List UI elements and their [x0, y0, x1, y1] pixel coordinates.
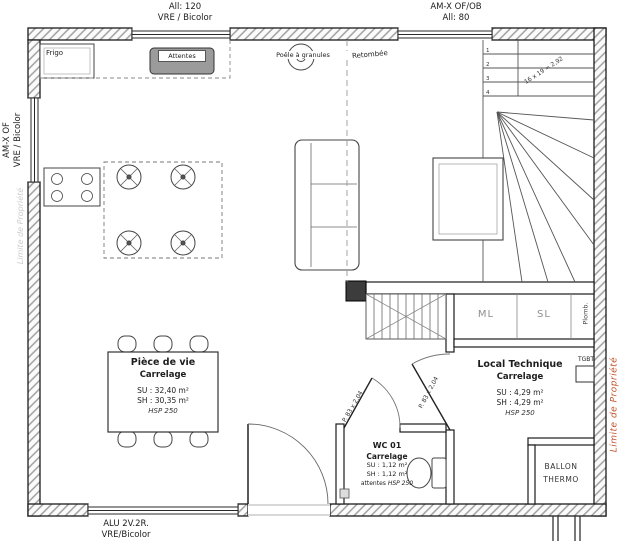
window-top-right-icon	[397, 28, 493, 40]
stair-step-number: 2	[486, 62, 490, 68]
dryer-label: SL	[537, 309, 551, 320]
room-hsp: HSP 250	[505, 409, 535, 418]
stair-step-number: 4	[486, 90, 490, 96]
cooktop-icon	[43, 167, 101, 207]
window-top-left-icon	[131, 28, 231, 40]
room-label-living: Pièce de vie Carrelage SU : 32,40 m² SH …	[108, 357, 218, 416]
stair-step-number: 3	[486, 76, 490, 82]
kitchen-island	[103, 161, 223, 259]
technical-door-icon	[411, 353, 451, 431]
room-name: WC 01	[372, 441, 402, 450]
washer-label: ML	[477, 309, 495, 320]
exterior-walls	[27, 27, 607, 517]
room-su: SU : 4,29 m²	[496, 387, 544, 397]
island-stools	[116, 164, 196, 256]
stool-icon	[170, 230, 196, 256]
window-size: All: 80	[442, 12, 470, 23]
fridge-label: Frigo	[46, 49, 64, 57]
bay-door-label: ALU 2V.2R. VRE/Bicolor	[66, 519, 186, 540]
dining-chairs	[117, 335, 209, 448]
chair-icon	[189, 335, 209, 353]
stool-icon	[170, 164, 196, 190]
room-sh: SH : 30,35 m²	[137, 395, 189, 405]
chair-icon	[189, 430, 209, 448]
sink-note-label: Attentes	[158, 50, 206, 62]
stool-icon	[116, 230, 142, 256]
room-hsp: HSP 250	[148, 407, 178, 416]
kitchen	[39, 40, 315, 259]
room-hsp: HSP 250	[387, 479, 414, 487]
pellet-stove-label: Poêle à granules	[258, 51, 348, 60]
fridge-icon	[39, 43, 95, 79]
laundry-dividers	[516, 294, 572, 339]
stairs-flight	[365, 293, 447, 340]
wc-attentes-marker	[339, 488, 350, 499]
room-name: Local Technique	[477, 359, 563, 370]
room-sh: SH : 4,29 m²	[496, 397, 544, 407]
sofa-icon	[294, 139, 360, 271]
dining-table-icon	[107, 351, 219, 433]
stairs-winder	[482, 40, 595, 283]
water-heater-line1: BALLON	[544, 462, 578, 471]
room-label-wc: WC 01 Carrelage SU : 1,12 m² SH : 1,12 m…	[344, 441, 430, 487]
water-heater-line2: THERMO	[543, 475, 579, 484]
window-size: All: 120	[168, 2, 202, 12]
tgbt-label: TGBT	[577, 356, 595, 363]
wc-note: attentes	[360, 479, 386, 487]
wc-note-row: attentes HSP 250	[344, 480, 430, 488]
room-su: SU : 1,12 m²	[366, 461, 408, 470]
room-su: SU : 32,40 m²	[137, 385, 189, 395]
chair-icon	[117, 430, 137, 448]
window-label-top-right: AM-X OF/OB All: 80	[396, 2, 516, 23]
interior-walls	[335, 281, 595, 505]
plumbing-label: Plomb.	[581, 302, 590, 325]
chair-icon	[153, 430, 173, 448]
wc-door-icon	[343, 377, 401, 429]
room-floor: Carrelage	[139, 369, 187, 380]
room-sh: SH : 1,12 m²	[366, 469, 408, 478]
toilet-icon	[406, 457, 447, 489]
room-floor: Carrelage	[366, 452, 408, 461]
window-bottom-bay-icon	[87, 504, 239, 516]
stool-icon	[116, 164, 142, 190]
coffee-table-icon	[432, 157, 504, 241]
room-name: Pièce de vie	[130, 357, 196, 368]
window-type: VRE / Bicolor	[157, 12, 213, 23]
windows	[28, 28, 493, 516]
chair-icon	[153, 335, 173, 353]
property-limit-label-left: Limite de Propriété	[16, 187, 25, 265]
window-left-icon	[28, 97, 40, 183]
door-finish: VRE/Bicolor	[101, 529, 151, 540]
water-heater-label: BALLON THERMO	[523, 460, 599, 486]
window-type: AM-X OF/OB	[430, 2, 482, 12]
pipes-icon	[552, 516, 581, 541]
structural-post	[345, 280, 367, 302]
room-floor: Carrelage	[496, 371, 544, 382]
chair-icon	[117, 335, 137, 353]
window-label-top-left: All: 120 VRE / Bicolor	[125, 2, 245, 23]
stair-step-number: 1	[486, 48, 490, 54]
counter-outline	[40, 40, 231, 79]
tgbt-box	[575, 365, 595, 383]
window-type: AM-X OF	[2, 122, 12, 158]
front-door-icon	[247, 423, 330, 516]
property-limit-label-right: Limite de Propriété	[609, 356, 620, 453]
room-label-technical: Local Technique Carrelage SU : 4,29 m² S…	[455, 359, 585, 418]
door-type: ALU 2V.2R.	[103, 519, 149, 529]
